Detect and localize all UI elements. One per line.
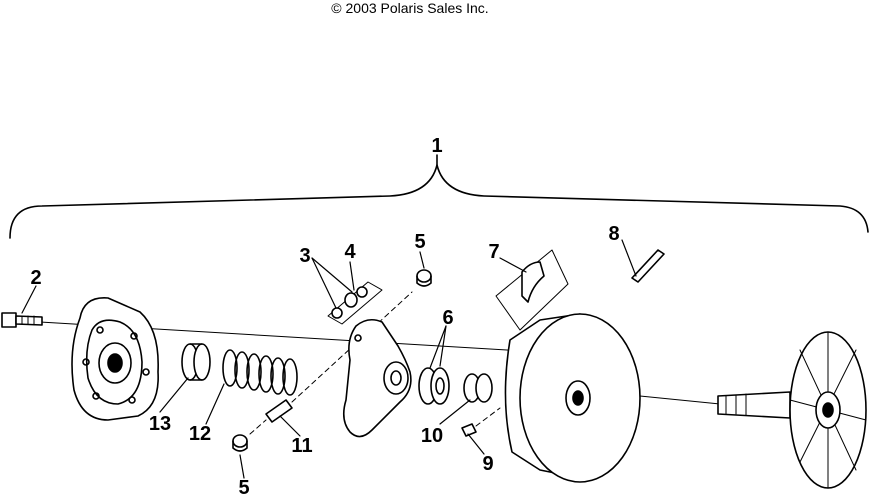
weights xyxy=(495,249,569,331)
callout-1: 1 xyxy=(431,135,442,157)
leader-lines xyxy=(21,239,637,479)
callout-8: 8 xyxy=(608,223,619,245)
assembly-brace xyxy=(9,164,869,239)
callout-13: 13 xyxy=(149,413,171,435)
callout-5-top: 5 xyxy=(414,231,425,253)
callout-2: 2 xyxy=(30,267,41,289)
fan-shaft xyxy=(717,331,867,489)
callout-3: 3 xyxy=(299,245,310,267)
dashed-line-nut xyxy=(475,407,501,427)
nut xyxy=(461,423,477,437)
callout-12: 12 xyxy=(189,423,211,445)
bushings xyxy=(418,367,450,405)
bushing-small xyxy=(463,373,493,403)
weight-bolt xyxy=(631,249,665,283)
cover-plate xyxy=(71,297,159,421)
callout-11: 11 xyxy=(291,435,312,457)
callout-10: 10 xyxy=(421,425,443,447)
stationary-sheave xyxy=(504,313,641,483)
spider xyxy=(342,318,412,438)
callout-7: 7 xyxy=(488,241,499,263)
button-bottom xyxy=(232,434,248,452)
copyright-notice: © 2003 Polaris Sales Inc. xyxy=(331,0,489,16)
roller-kit xyxy=(327,281,383,325)
callout-4: 4 xyxy=(344,241,356,263)
button-top xyxy=(416,269,432,287)
callout-9: 9 xyxy=(482,453,493,475)
callout-6: 6 xyxy=(442,307,453,329)
callout-5-bottom: 5 xyxy=(238,477,249,495)
spring xyxy=(222,349,298,396)
bolt xyxy=(1,312,43,328)
spacer-ring xyxy=(181,343,211,381)
dowel-pin xyxy=(265,399,293,423)
